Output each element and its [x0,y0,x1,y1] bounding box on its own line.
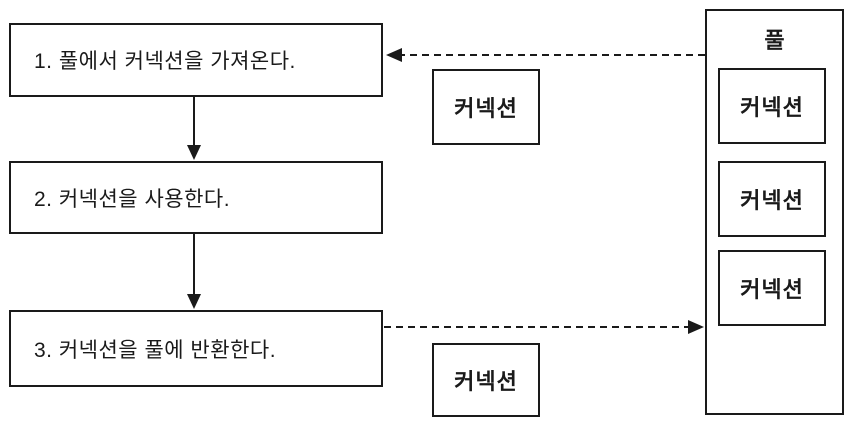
connection-label: 커넥션 [454,369,518,394]
arrow-step1-to-step2 [187,97,201,160]
connection-label: 커넥션 [740,188,804,213]
pool-title: 풀 [764,28,785,53]
pool-container: 풀 커넥션 커넥션 커넥션 [705,9,844,415]
step-box-return-connection: 3. 커넥션을 풀에 반환한다. [9,310,383,387]
step-label: 1. 풀에서 커넥션을 가져온다. [34,50,296,73]
connection-label: 커넥션 [740,277,804,302]
connection-box-in-transit-top: 커넥션 [432,69,540,145]
step-label: 2. 커넥션을 사용한다. [34,187,231,211]
arrow-step2-to-step3 [187,234,201,309]
arrow-step3-to-pool [384,320,704,334]
pool-connection-box: 커넥션 [718,68,826,144]
connection-label: 커넥션 [740,95,804,120]
step-box-use-connection: 2. 커넥션을 사용한다. [9,161,383,234]
step-box-get-connection: 1. 풀에서 커넥션을 가져온다. [9,23,383,97]
connection-box-in-transit-bottom: 커넥션 [432,343,540,417]
arrow-pool-to-step1 [386,48,705,62]
pool-connection-box: 커넥션 [718,161,826,237]
pool-connection-box: 커넥션 [718,250,826,326]
connection-label: 커넥션 [454,96,518,121]
step-label: 3. 커넥션을 풀에 반환한다. [34,338,277,362]
